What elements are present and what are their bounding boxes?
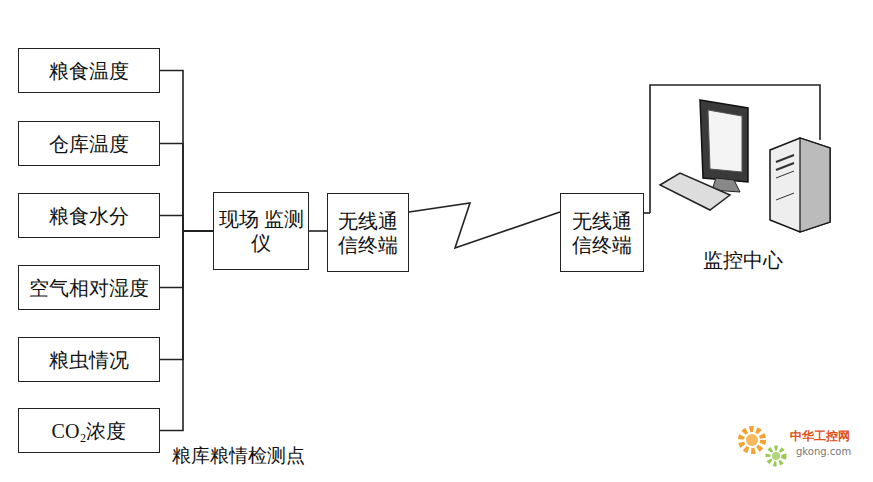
connector-line [160,231,213,360]
watermark-gears [741,429,784,464]
connector-line [160,144,213,232]
node-label: 现场 监测仪 [214,207,308,255]
watermark-url: gkong.com [796,446,851,457]
connector-line [160,231,213,288]
sensor-box: 仓库温度 [18,121,160,166]
device-box: 无线通 信终端 [560,193,644,272]
device-box: 现场 监测仪 [213,192,309,270]
node-label: 粮虫情况 [49,348,129,372]
node-label: 粮食水分 [49,204,129,228]
connector-line [160,216,213,232]
connector-line [644,212,650,214]
watermark-text: 中华工控网 [790,428,850,445]
node-label: 监控中心 [650,248,835,272]
monitoring-center: 监控中心 [650,90,835,272]
sensor-box: CO₂浓度 [18,408,160,453]
connector-line [309,230,327,232]
group-label: 粮库粮情检测点 [172,443,305,469]
node-label: CO₂浓度 [52,419,127,443]
node-label: 无线通 信终端 [561,209,643,257]
node-label: 粮食温度 [49,59,129,83]
connector-line [409,203,560,248]
device-box: 无线通 信终端 [327,193,409,272]
sensor-box: 粮食温度 [18,48,160,93]
sensor-box: 粮食水分 [18,193,160,238]
connector-line [160,231,213,431]
computer-illustration [660,100,830,232]
sensor-box: 空气相对湿度 [18,265,160,310]
node-label: 仓库温度 [49,132,129,156]
node-label: 空气相对湿度 [29,276,149,300]
sensor-box: 粮虫情况 [18,337,160,382]
node-label: 无线通 信终端 [328,209,408,257]
connector-line [160,71,213,232]
